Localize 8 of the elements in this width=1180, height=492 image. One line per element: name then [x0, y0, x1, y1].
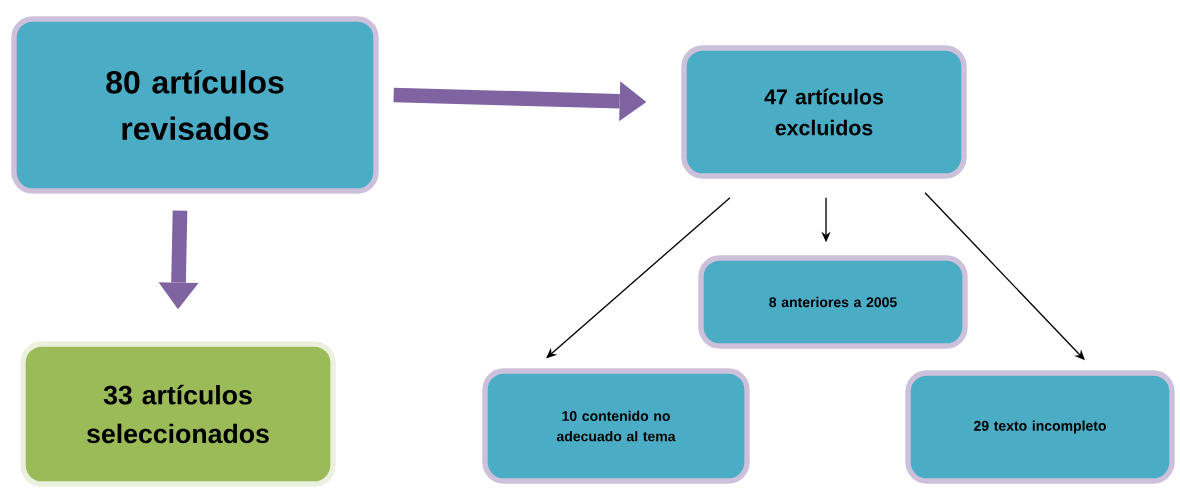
process-box: 29 texto incompleto — [905, 370, 1175, 484]
block-arrow — [158, 210, 199, 310]
process-box: 8 anteriores a 2005 — [698, 255, 968, 349]
process-box: 47 artículos excluidos — [681, 45, 967, 179]
process-box: 33 artículos seleccionados — [20, 341, 336, 487]
block-arrow — [393, 81, 647, 122]
process-box: 10 contenido no adecuado al tema — [482, 368, 750, 484]
process-box: 80 artículos revisados — [11, 16, 379, 194]
